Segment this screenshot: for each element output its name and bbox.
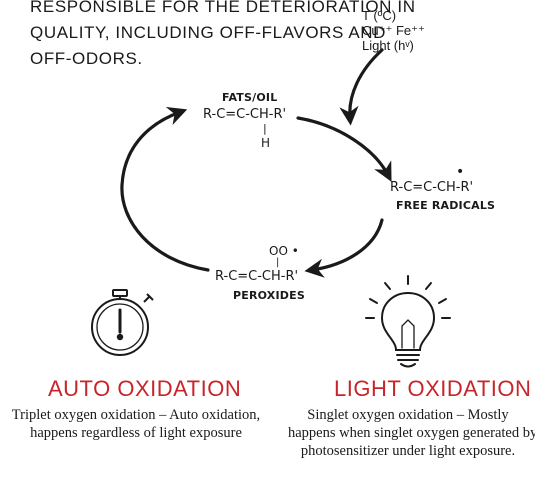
auto-desc-line-2: happens regardless of light exposure [30,425,242,441]
fats-label: FATS/OIL [222,91,278,104]
factor-arrow [339,48,384,126]
cycle-arrow-fats-to-radicals [296,116,392,182]
auto-desc-line-1: Triplet oxygen oxidation – Auto oxidatio… [11,407,261,423]
peroxides-formula: R-C=C-CH-R' [215,269,299,284]
factor-temperature: T (ºC) [362,8,397,23]
fats-h-atom: H [261,136,271,150]
intro-text: RESPONSIBLE FOR THE DETERIORATION IN QUA… [30,0,416,72]
intro-line-3: OFF-ODORS. [30,49,143,68]
oxidation-factors: T (ºC) Cu⁺⁺ Fe⁺⁺ Light (hᵛ) [362,8,425,53]
stopwatch-icon [91,289,154,356]
factor-metals: Cu⁺⁺ Fe⁺⁺ [362,23,425,38]
cycle-arrow-radicals-to-peroxides [304,218,384,278]
light-desc-line-3: photosensitizer under light exposure. [300,443,516,459]
intro-line-1: RESPONSIBLE FOR THE DETERIORATION IN [30,0,416,16]
radicals-label: FREE RADICALS [396,199,496,212]
peroxides-label: PEROXIDES [233,289,305,302]
light-oxidation-title: LIGHT OXIDATION [334,376,532,401]
factor-light: Light (hᵛ) [362,38,414,53]
radicals-formula: R-C=C-CH-R' [390,180,474,195]
fats-formula: R-C=C-CH-R' [203,107,287,122]
fats-h-bond: | [263,122,267,135]
auto-oxidation-title: AUTO OXIDATION [48,376,242,401]
auto-oxidation-description: Triplet oxygen oxidation – Auto oxidatio… [6,406,266,442]
intro-line-2: QUALITY, INCLUDING OFF-FLAVORS AND [30,23,387,42]
light-bulb-icon [365,275,451,368]
light-oxidation-description: Singlet oxygen oxidation – Mostly happen… [288,406,535,460]
radical-dot: • [456,164,465,180]
peroxide-oo: OO • [269,244,299,258]
light-desc-line-1: Singlet oxygen oxidation – Mostly [307,407,509,423]
cycle-arrow-peroxides-to-fats [120,107,210,272]
peroxide-bond: | [276,257,280,268]
light-desc-line-2: happens when singlet oxygen generated by [288,425,535,441]
